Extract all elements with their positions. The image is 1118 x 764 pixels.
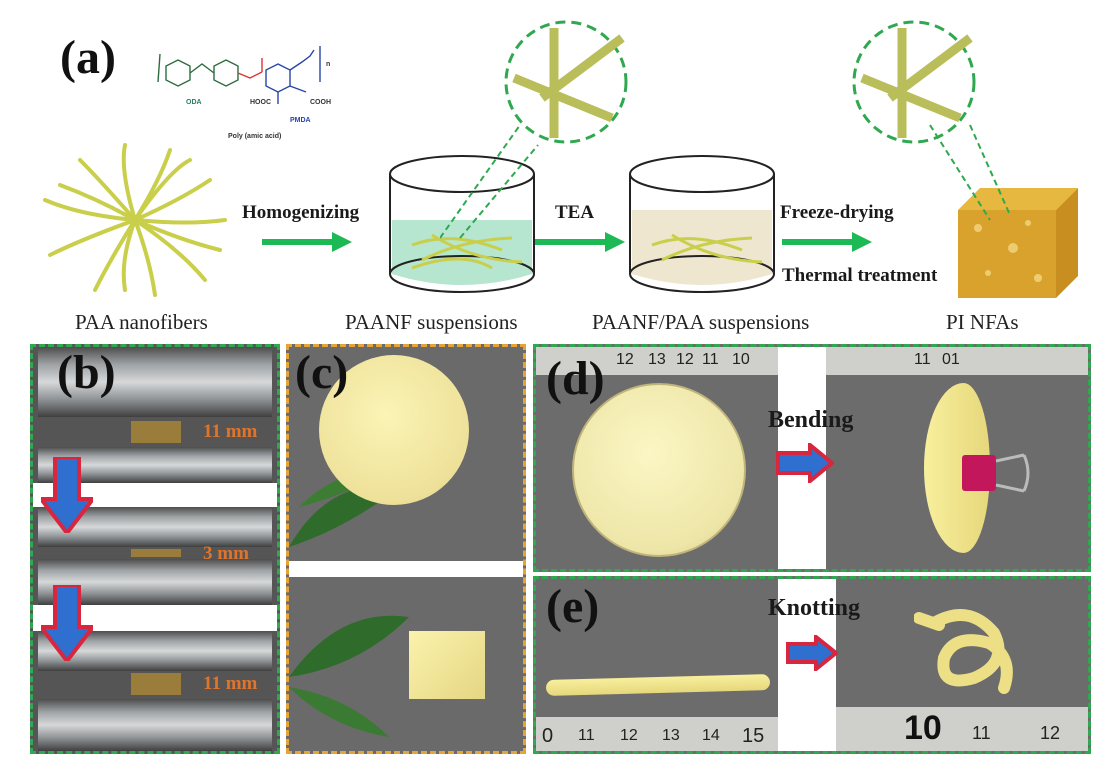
ruler-d-num-7: 01 [942,351,960,368]
bending-arrow-icon [776,440,836,486]
paanf-suspension-beaker [382,150,542,300]
arrow-freeze-drying [782,232,872,252]
panel-b-label: (b) [57,346,116,399]
ruler-e-right [836,707,1088,751]
homogenizing-label: Homogenizing [242,202,360,223]
panel-d-frame: 12 13 12 11 10 11 01 Bending (d) [533,344,1091,572]
panel-e-frame: 0 11 12 13 14 15 10 11 12 Knotting (e) [533,576,1091,754]
panel-c-separator [289,561,523,577]
paa-nanofibers-illustration [40,140,230,300]
paa-title-label: Poly (amic acid) [228,133,281,140]
bending-label: Bending [768,407,854,433]
knotting-label: Knotting [768,595,861,621]
hooc-label: HOOC [250,99,271,106]
oda-label: ODA [186,99,202,106]
panel-b-frame: (b) 11 mm 3 mm 11 mm [30,344,280,754]
ruler-e-num-8: 11 [972,723,991,743]
poly-amic-acid-structure: ODA HOOC COOH n PMDA Poly (amic acid) [157,46,331,140]
ruler-d-num-6: 11 [914,351,931,368]
thermal-treatment-label: Thermal treatment [782,265,938,286]
press-plate-1 [38,347,272,417]
caption-paanf: PAANF suspensions [345,310,518,334]
freeze-drying-label: Freeze-drying [780,202,894,223]
zoom-connector-right [910,120,1020,230]
zoom-connector-left [439,120,540,240]
sample-block-bottom [131,673,181,695]
caption-paa-nanofibers: PAA nanofibers [75,310,208,334]
sample-block-top [131,421,181,443]
cooh-label: COOH [310,99,331,106]
ruler-e-num-2: 11 [578,727,595,744]
n-label: n [326,61,330,68]
gap-label-mid: 3 mm [203,543,249,564]
tea-label: TEA [555,202,595,223]
sample-thin [131,549,181,557]
gap-label-bottom: 11 mm [203,673,258,694]
knot-aerogel [913,603,1024,699]
leaf-bottom [289,587,429,747]
ruler-d-left [536,347,778,375]
zoom-circle-right [850,18,978,146]
pi-nfa-aerogel-cube [958,188,1078,300]
zoom-circle-left [502,18,630,146]
pmda-label: PMDA [290,117,311,124]
caption-pi-nfas: PI NFAs [946,310,1019,334]
arrow-homogenizing [262,232,352,252]
down-arrow-icon-1 [36,455,98,537]
paanf-paa-suspension-beaker [622,150,782,300]
ruler-e-num-1: 0 [542,725,554,747]
ruler-e-num-3: 12 [620,727,638,744]
binder-clip-icon [962,451,1032,495]
caption-paanf-paa: PAANF/PAA suspensions [592,310,810,334]
ruler-e-num-6: 15 [742,725,765,747]
gap-label-top: 11 mm [203,421,258,442]
ruler-e-left [536,717,778,751]
panel-a-label: (a) [60,31,116,84]
panel-e-separator [778,579,836,751]
panel-d-label: (d) [546,352,605,405]
panel-c-label: (c) [295,346,349,399]
disc-aerogel-flat [572,383,746,557]
knotting-arrow-icon [786,632,840,674]
ruler-e-num-4: 13 [662,727,680,744]
down-arrow-icon-2 [36,583,98,665]
ruler-e-num-9: 12 [1040,723,1061,743]
arrow-tea [535,232,625,252]
panel-c-frame: (c) [286,344,526,754]
ruler-d-num-1: 12 [616,351,634,368]
strip-aerogel [545,674,771,696]
ruler-d-num-3: 12 [676,351,694,368]
round-aerogel-disc [319,355,469,505]
press-plate-6 [38,699,272,751]
ruler-d-num-2: 13 [648,351,666,368]
ruler-d-num-5: 10 [732,351,750,368]
chemical-structure: ODA HOOC COOH n PMDA Poly (amic acid) [150,42,340,150]
ruler-d-right [826,347,1088,375]
panel-e-label: (e) [546,580,600,633]
ruler-e-num-7: 10 [904,709,942,747]
ruler-d-num-4: 11 [702,351,719,368]
cube-aerogel [409,631,485,699]
ruler-e-num-5: 14 [702,727,720,744]
